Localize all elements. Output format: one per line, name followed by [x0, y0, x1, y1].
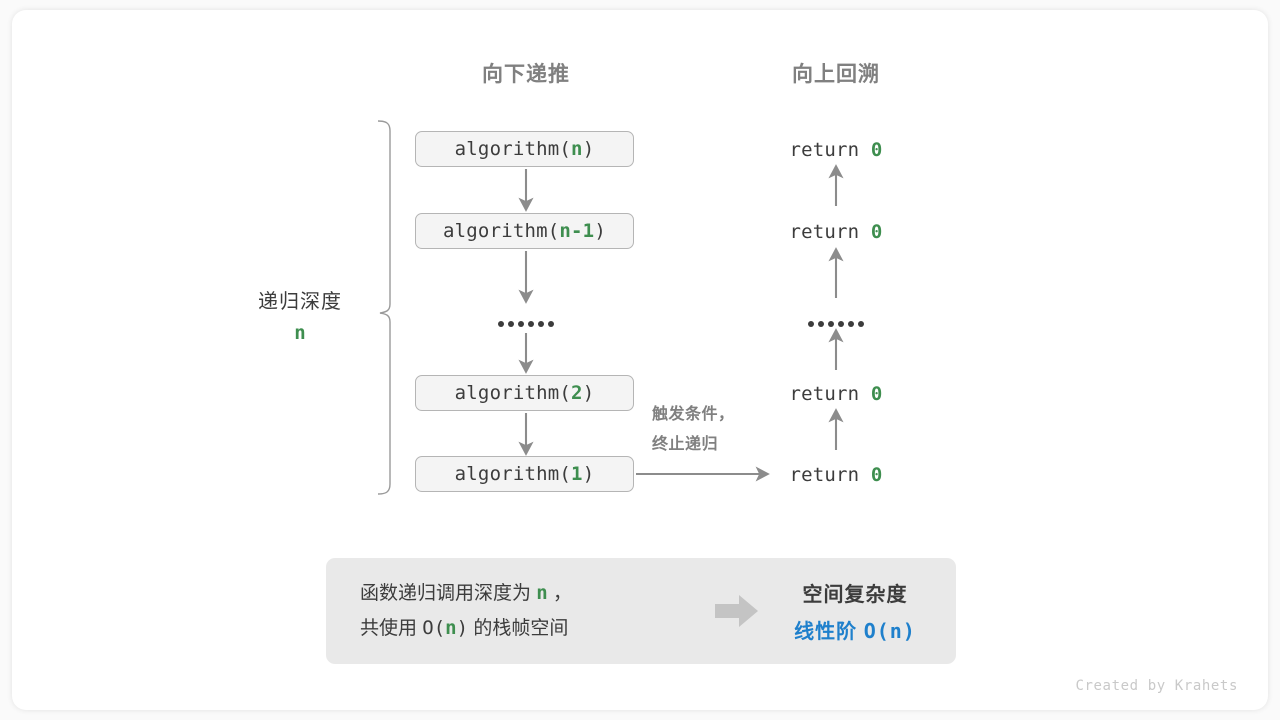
call-frame-prefix: algorithm( [454, 463, 572, 485]
return-statement-4: return 0 [789, 464, 882, 486]
call-frame-prefix: algorithm( [454, 382, 572, 404]
call-stack-ellipsis [498, 321, 554, 327]
call-frame-arg: 2 [571, 382, 583, 404]
return-keyword: return [789, 139, 871, 161]
summary-conclusion-value: 线性阶 O(n) [774, 615, 936, 644]
call-frame-prefix: algorithm( [454, 138, 572, 160]
base-case-note: 触发条件， 终止递归 [652, 400, 735, 460]
base-case-note-line1: 触发条件， [652, 406, 735, 423]
return-value: 0 [870, 383, 883, 405]
return-statement-3: return 0 [789, 383, 882, 405]
summary-description: 函数递归调用深度为 n ， 共使用 O(n) 的栈帧空间 [326, 576, 700, 646]
call-frame-n[interactable]: algorithm(n) [415, 131, 634, 167]
summary-conclusion-title: 空间复杂度 [802, 584, 908, 606]
call-frame-arg: 1 [571, 463, 583, 485]
summary-line1-var: n [536, 582, 548, 604]
call-frame-n-minus-1[interactable]: algorithm(n-1) [415, 213, 634, 249]
complexity-expr: O(n) [863, 619, 916, 643]
call-frame-2[interactable]: algorithm(2) [415, 375, 634, 411]
return-keyword: return [789, 464, 871, 486]
summary-line2-prefix: 共使用 [360, 618, 423, 639]
return-value: 0 [870, 464, 883, 486]
summary-line2-var: n [445, 617, 457, 639]
summary-conclusion: 空间复杂度 线性阶 O(n) [774, 578, 956, 644]
summary-line-1: 函数递归调用深度为 n ， [360, 576, 700, 611]
summary-line2-paren: ) [456, 617, 469, 639]
return-keyword: return [789, 383, 871, 405]
call-frame-suffix: ) [582, 138, 595, 160]
depth-label-value: n [294, 322, 306, 344]
call-frame-suffix: ) [594, 220, 606, 242]
call-frame-1[interactable]: algorithm(1) [415, 456, 634, 492]
summary-line-2: 共使用 O(n) 的栈帧空间 [360, 611, 700, 646]
return-statement-2: return 0 [789, 221, 882, 243]
summary-line2-suffix: 的栈帧空间 [468, 618, 569, 639]
credit-text: Created by Krahets [1075, 678, 1238, 694]
complexity-class: 线性阶 [794, 621, 864, 643]
depth-brace [377, 120, 391, 495]
call-frame-arg: n [571, 138, 583, 160]
base-case-note-line2: 终止递归 [652, 436, 719, 453]
return-statement-1: return 0 [789, 139, 882, 161]
summary-line1-prefix: 函数递归调用深度为 [360, 583, 537, 604]
return-keyword: return [789, 221, 871, 243]
call-frame-suffix: ) [582, 463, 595, 485]
block-arrow-right-icon [700, 594, 774, 628]
call-frame-arg: n-1 [559, 220, 595, 242]
summary-panel: 函数递归调用深度为 n ， 共使用 O(n) 的栈帧空间 空间复杂度 线性阶 O… [326, 558, 956, 664]
call-frame-suffix: ) [582, 382, 595, 404]
return-ellipsis [808, 321, 864, 327]
summary-line1-suffix: ， [547, 583, 573, 604]
depth-label: 递归深度 n [240, 285, 360, 344]
summary-line2-bigo: O( [422, 617, 446, 639]
call-frame-prefix: algorithm( [443, 220, 560, 242]
return-value: 0 [870, 221, 883, 243]
return-value: 0 [870, 139, 883, 161]
depth-label-text: 递归深度 [258, 291, 342, 313]
column-header-ascend: 向上回溯 [792, 63, 880, 86]
column-header-descend: 向下递推 [482, 63, 570, 86]
diagram-canvas: 向下递推 向上回溯 递归深度 n [12, 10, 1268, 710]
